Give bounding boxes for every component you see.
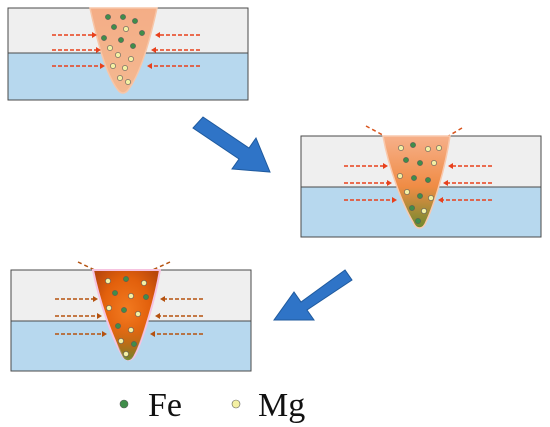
heat-arrows-right — [147, 32, 200, 69]
process-arrow-down-left — [273, 269, 353, 321]
particles — [105, 276, 149, 357]
heat-arrows-right — [438, 163, 492, 203]
mg-legend-dot — [231, 399, 241, 409]
heat-arrows-left — [344, 163, 397, 203]
heat-arrows-right — [150, 296, 203, 337]
heat-arrows-left — [55, 296, 107, 337]
stage-2 — [300, 125, 542, 238]
heat-arrows-left — [52, 32, 105, 69]
particles — [101, 14, 145, 85]
stage-3 — [10, 261, 252, 372]
legend: Fe Mg — [119, 387, 305, 424]
fe-legend-label: Fe — [148, 387, 182, 424]
particles — [397, 142, 442, 224]
process-arrow-down-right — [192, 116, 271, 173]
mg-legend-label: Mg — [258, 387, 305, 424]
stage-1 — [7, 7, 249, 101]
weld-pool-tip — [110, 320, 147, 361]
weld-pool — [89, 7, 158, 94]
weld-pool — [382, 135, 451, 229]
fe-legend-dot — [119, 399, 129, 409]
